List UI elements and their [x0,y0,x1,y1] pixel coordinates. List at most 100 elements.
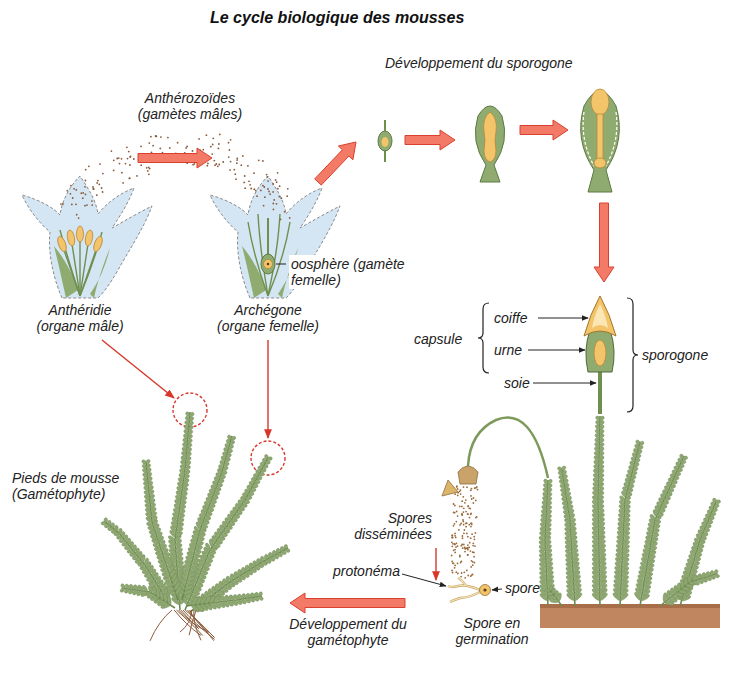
antherozoid [228,142,230,144]
antherozoid [113,159,115,161]
antherozoid [236,158,238,160]
antherozoid [276,181,278,183]
antherozoids [60,134,291,221]
antherozoid [186,146,188,148]
spore-dot [465,526,467,528]
spore-dot [471,574,473,576]
antherozoid [152,145,154,147]
spore-dot [470,537,472,539]
antherozoid [262,185,264,187]
antherozoid [213,160,215,162]
antherozoid [73,188,75,190]
spore-dot [464,577,466,579]
antheridium-organ [22,176,152,298]
moss-leaf [233,515,240,519]
antherozoid [249,184,251,186]
calyptra-highlight [592,304,608,328]
spore-dot [454,544,456,546]
antherozoid [275,179,277,181]
antherozoid [279,185,281,187]
antherozoid [244,175,246,177]
spore-dot [467,549,469,551]
archegonium-venter [261,254,275,274]
antherozoid [280,219,282,221]
moss-leaf [118,528,123,535]
spore-dot [463,544,465,546]
spore-dot [470,566,472,568]
pointer-arrow [435,548,436,580]
moss-leaf [712,508,718,513]
germinating-spore [448,578,491,602]
spore-dot [453,562,455,564]
spore-dot [454,493,456,495]
antherozoid [273,209,275,211]
antherozoid [278,196,280,198]
spore-dot [470,550,472,552]
spore-dot [452,543,454,545]
spore-dot [451,541,453,543]
spore-dot [473,502,475,504]
antherozoid [85,169,87,171]
zoom-circle [173,393,207,427]
antherozoid [234,173,236,175]
spore-dot [455,537,457,539]
antherozoid [207,163,209,165]
antherozoid [86,204,88,206]
seta-bud [597,114,603,160]
spore-dot [476,516,478,518]
antherozoid [192,164,194,166]
spore [480,585,491,596]
moss-leaf [215,540,223,544]
antherozoid [121,158,123,160]
spore-dot [475,517,477,519]
antherozoid [119,163,121,165]
spore-dot [455,571,457,573]
moss-leaf [254,480,260,485]
moss-leaf [706,520,713,525]
moss-leaf [705,524,712,529]
spore-dot [452,562,454,564]
moss-leaf [561,465,567,471]
moss-stem [146,462,178,600]
antherozoid [101,187,103,189]
moss-leaf [230,518,238,522]
spore-dot [475,487,477,489]
pointer-arrow [102,340,174,398]
antherozoid [127,158,129,160]
antherozoid [160,136,162,138]
antherozoid [136,175,138,177]
spore-dot [454,535,456,537]
moss-leaf [220,533,228,537]
antherozoid [242,155,244,157]
antherozoid [82,192,84,194]
spore-dot [457,488,459,490]
antherozoid [140,146,142,148]
part-label: coiffe [494,310,527,326]
spore-dot [467,513,469,515]
moss-leaf [284,548,290,553]
spore-dot [461,506,463,508]
antherozoid [102,191,104,193]
antherozoid [268,191,270,193]
spore-dot [454,523,456,525]
antherozoid [96,194,98,196]
antherozoid [256,195,258,197]
antherozoid [276,203,278,205]
antherozoid [167,137,169,139]
spore-dot [466,533,468,535]
leader-lines [276,264,596,590]
spore-dot [462,537,464,539]
antherozoid [235,178,237,180]
spore-dot [477,489,479,491]
spore-dot [462,496,464,498]
soil-top [540,604,720,608]
antherozoid [222,161,224,163]
antherozoid [262,160,264,162]
antherozoid [147,170,149,172]
leaf-cup [22,176,152,298]
spore-dot [458,529,460,531]
spore-dot [470,512,472,514]
archegonium-neck [267,218,269,256]
spore-dot [467,554,469,556]
spore-dot [456,486,458,488]
